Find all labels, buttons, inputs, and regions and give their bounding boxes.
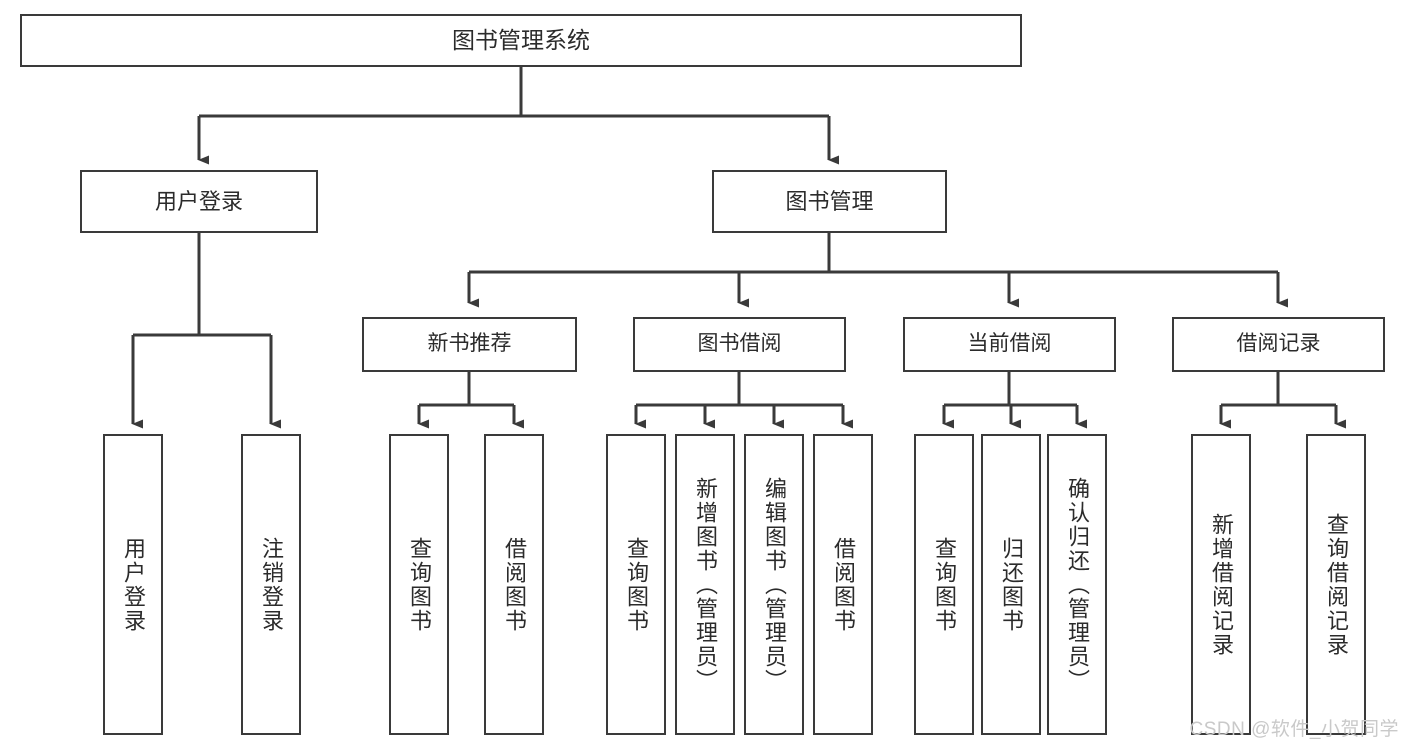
node-label: 确认归还（管理员） <box>1065 476 1090 693</box>
node-label: 查询图书 <box>932 536 957 633</box>
leaf-current-borrow-return[interactable]: 归还图书 <box>981 434 1041 735</box>
node-label: 用户登录 <box>121 536 146 633</box>
node-label: 图书借阅 <box>697 332 782 356</box>
leaf-borrow-record-add[interactable]: 新增借阅记录 <box>1191 434 1251 735</box>
leaf-book-borrow-add[interactable]: 新增图书（管理员） <box>675 434 735 735</box>
node-label: 查询图书 <box>624 536 649 633</box>
leaf-borrow-record-query[interactable]: 查询借阅记录 <box>1306 434 1366 735</box>
node-label: 图书管理系统 <box>452 26 590 53</box>
csdn-watermark: CSDN @软件_小贺同学 <box>1189 719 1399 740</box>
leaf-book-borrow-borrow[interactable]: 借阅图书 <box>813 434 873 735</box>
leaf-current-borrow-query[interactable]: 查询图书 <box>914 434 974 735</box>
leaf-current-borrow-confirm-return[interactable]: 确认归还（管理员） <box>1047 434 1107 735</box>
node-label: 当前借阅 <box>967 332 1052 356</box>
node-book-borrow[interactable]: 图书借阅 <box>633 317 846 372</box>
node-label: 查询借阅记录 <box>1324 512 1349 657</box>
node-label: 查询图书 <box>407 536 432 633</box>
node-current-borrow[interactable]: 当前借阅 <box>903 317 1116 372</box>
leaf-new-book-borrow[interactable]: 借阅图书 <box>484 434 544 735</box>
node-new-book-recommend[interactable]: 新书推荐 <box>362 317 577 372</box>
node-borrow-record[interactable]: 借阅记录 <box>1172 317 1385 372</box>
leaf-book-borrow-edit[interactable]: 编辑图书（管理员） <box>744 434 804 735</box>
node-label: 图书管理 <box>785 188 874 214</box>
node-label: 新增图书（管理员） <box>693 476 718 693</box>
node-label: 借阅图书 <box>831 536 856 633</box>
node-root-system[interactable]: 图书管理系统 <box>20 14 1022 67</box>
leaf-book-borrow-query[interactable]: 查询图书 <box>606 434 666 735</box>
node-user-login[interactable]: 用户登录 <box>80 170 318 233</box>
node-label: 用户登录 <box>154 188 243 214</box>
node-label: 新增借阅记录 <box>1209 512 1234 657</box>
leaf-user-login-logout[interactable]: 注销登录 <box>241 434 301 735</box>
node-label: 归还图书 <box>999 536 1024 633</box>
node-label: 借阅图书 <box>502 536 527 633</box>
leaf-new-book-query[interactable]: 查询图书 <box>389 434 449 735</box>
node-book-management[interactable]: 图书管理 <box>712 170 947 233</box>
node-label: 注销登录 <box>259 536 284 633</box>
node-label: 新书推荐 <box>427 332 512 356</box>
node-label: 借阅记录 <box>1236 332 1321 356</box>
leaf-user-login-login[interactable]: 用户登录 <box>103 434 163 735</box>
node-label: 编辑图书（管理员） <box>762 476 787 693</box>
